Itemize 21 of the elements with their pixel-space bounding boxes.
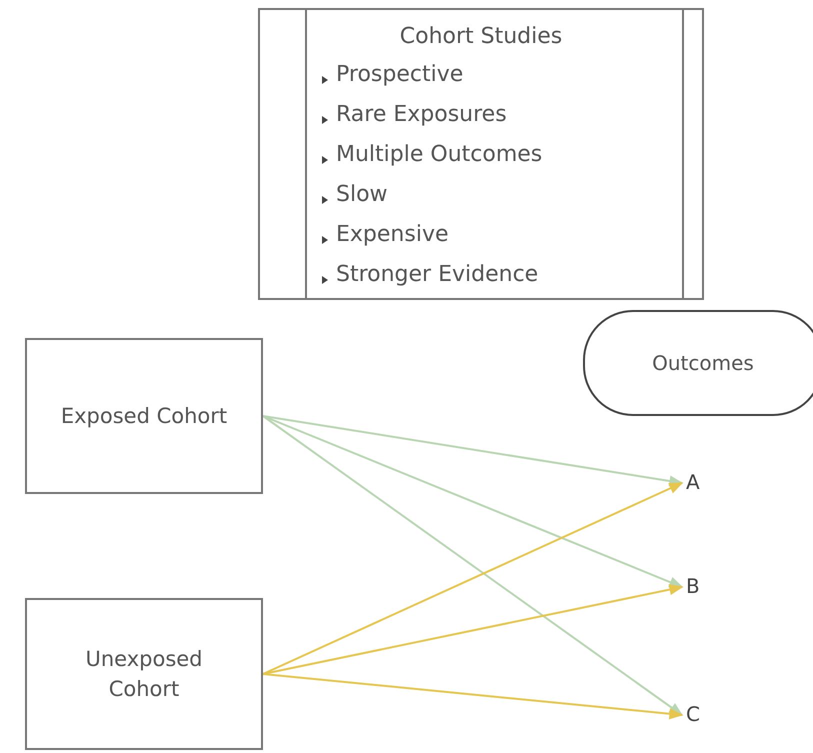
study-card — [258, 8, 704, 300]
cohort-box — [25, 338, 263, 494]
list-item: Stronger Evidence — [336, 262, 538, 287]
box-label: Exposed Cohort — [60, 402, 228, 430]
card-heading: Cohort Studies — [398, 24, 564, 49]
outcomes-pill — [583, 310, 813, 416]
outcome-label: A — [686, 470, 716, 496]
arrow — [262, 482, 684, 675]
outcome-label: C — [686, 702, 716, 728]
box-label: Unexposed Cohort — [84, 646, 204, 703]
arrow — [262, 415, 684, 716]
outcome-label: B — [686, 574, 716, 600]
list-item: Prospective — [336, 62, 464, 87]
list-item: Multiple Outcomes — [336, 142, 542, 167]
arrow — [262, 415, 684, 487]
pill-label: Outcomes — [651, 351, 755, 375]
list-item: Slow — [336, 182, 388, 207]
list-item: Expensive — [336, 222, 448, 247]
cohort-box — [25, 598, 263, 750]
arrow — [262, 673, 684, 720]
list-item: Rare Exposures — [336, 102, 507, 127]
